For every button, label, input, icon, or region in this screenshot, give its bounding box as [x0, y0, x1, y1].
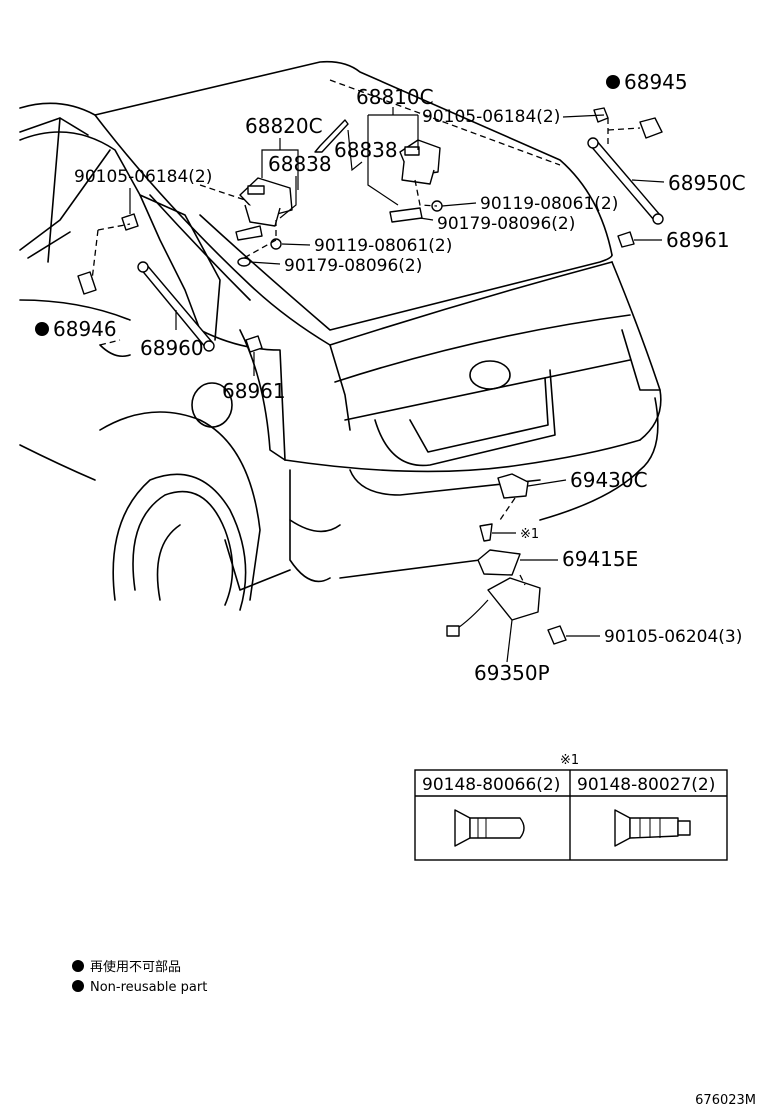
dashed-lines [91, 79, 641, 586]
legend: 再使用不可部品 Non-reusable part [72, 959, 207, 995]
car-body [19, 60, 662, 611]
non-reusable-dot-68945 [606, 75, 620, 89]
label-68950C: 68950C [668, 171, 746, 195]
label-69415E: 69415E [562, 547, 638, 571]
label-68838-left: 68838 [268, 152, 332, 176]
label-69350P: 69350P [474, 661, 550, 685]
label-68946: 68946 [53, 317, 117, 341]
parts [77, 107, 664, 645]
ref-table-header-2: 90148-80027(2) [577, 775, 715, 795]
label-90105-06184-left: 90105-06184(2) [74, 167, 212, 187]
label-note-ref: ※1 [520, 527, 539, 542]
legend-text-jp: 再使用不可部品 [90, 959, 181, 975]
label-90105-06184-right: 90105-06184(2) [422, 107, 560, 127]
leader-lines [129, 107, 665, 663]
label-90119-08061-left: 90119-08061(2) [314, 236, 452, 256]
label-68810C: 68810C [356, 85, 434, 109]
hinge-right-part [399, 139, 441, 185]
label-90179-08096-right: 90179-08096(2) [437, 214, 575, 234]
label-68838-right: 68838 [334, 138, 398, 162]
label-69430C: 69430C [570, 468, 648, 492]
ref-table-header-1: 90148-80066(2) [422, 775, 560, 795]
screw-80027-illustration [614, 809, 691, 847]
legend-dot-en [72, 980, 84, 992]
part-labels: 68810C 68820C 68838 68838 68945 90105-06… [35, 70, 746, 685]
diagram-code: 676023M [695, 1093, 756, 1108]
label-68945: 68945 [624, 70, 688, 94]
label-68820C: 68820C [245, 114, 323, 138]
legend-dot-jp [72, 960, 84, 972]
label-68961-right: 68961 [666, 228, 730, 252]
label-90105-06204: 90105-06204(3) [604, 627, 742, 647]
label-90119-08061-right: 90119-08061(2) [480, 194, 618, 214]
label-68961-left: 68961 [222, 379, 286, 403]
legend-text-en: Non-reusable part [90, 980, 207, 995]
label-90179-08096-left: 90179-08096(2) [284, 256, 422, 276]
ref-table-title: ※1 [560, 753, 579, 768]
label-68960: 68960 [140, 336, 204, 360]
hinge-left-part [239, 177, 293, 227]
reference-table: ※1 90148-80066(2) 90148-80027(2) [414, 753, 728, 861]
screw-80066-illustration [454, 809, 525, 847]
non-reusable-dot-68946 [35, 322, 49, 336]
